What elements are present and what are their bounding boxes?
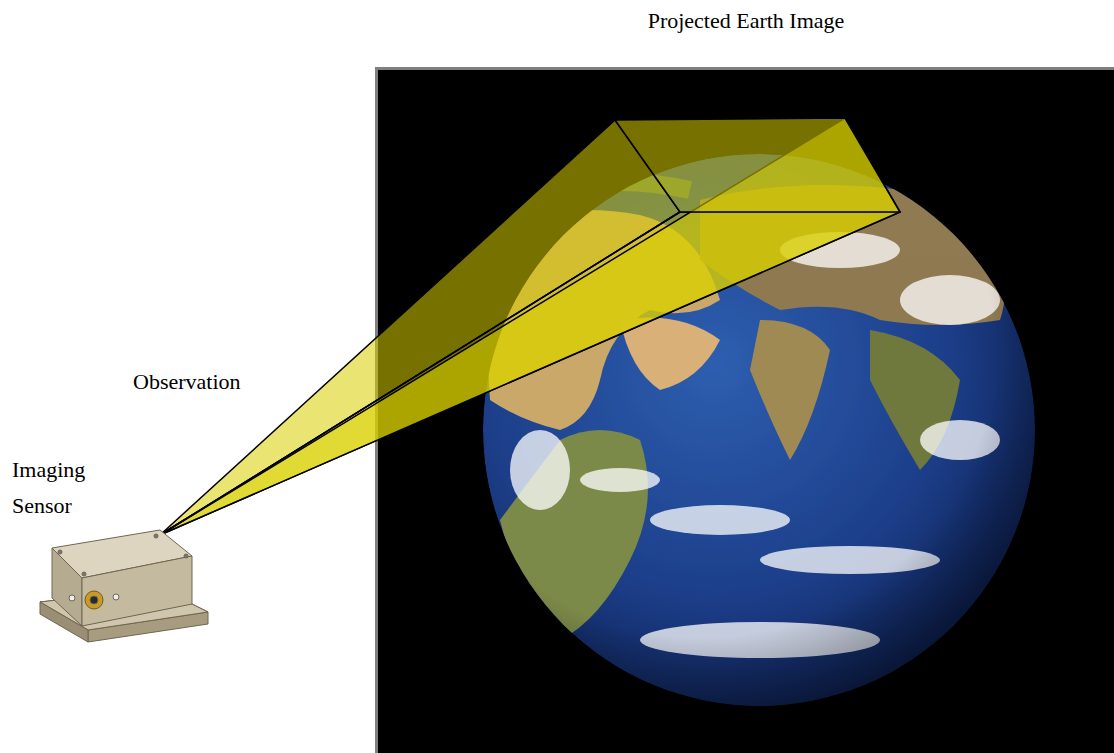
image-panel: [377, 69, 1114, 753]
sensor-label: Imaging Sensor: [12, 452, 122, 524]
beam-label: Observation: [133, 369, 241, 395]
panel-title: Projected Earth Image: [648, 8, 845, 34]
observation-beam: [160, 118, 900, 535]
imaging-sensor: [40, 530, 208, 642]
